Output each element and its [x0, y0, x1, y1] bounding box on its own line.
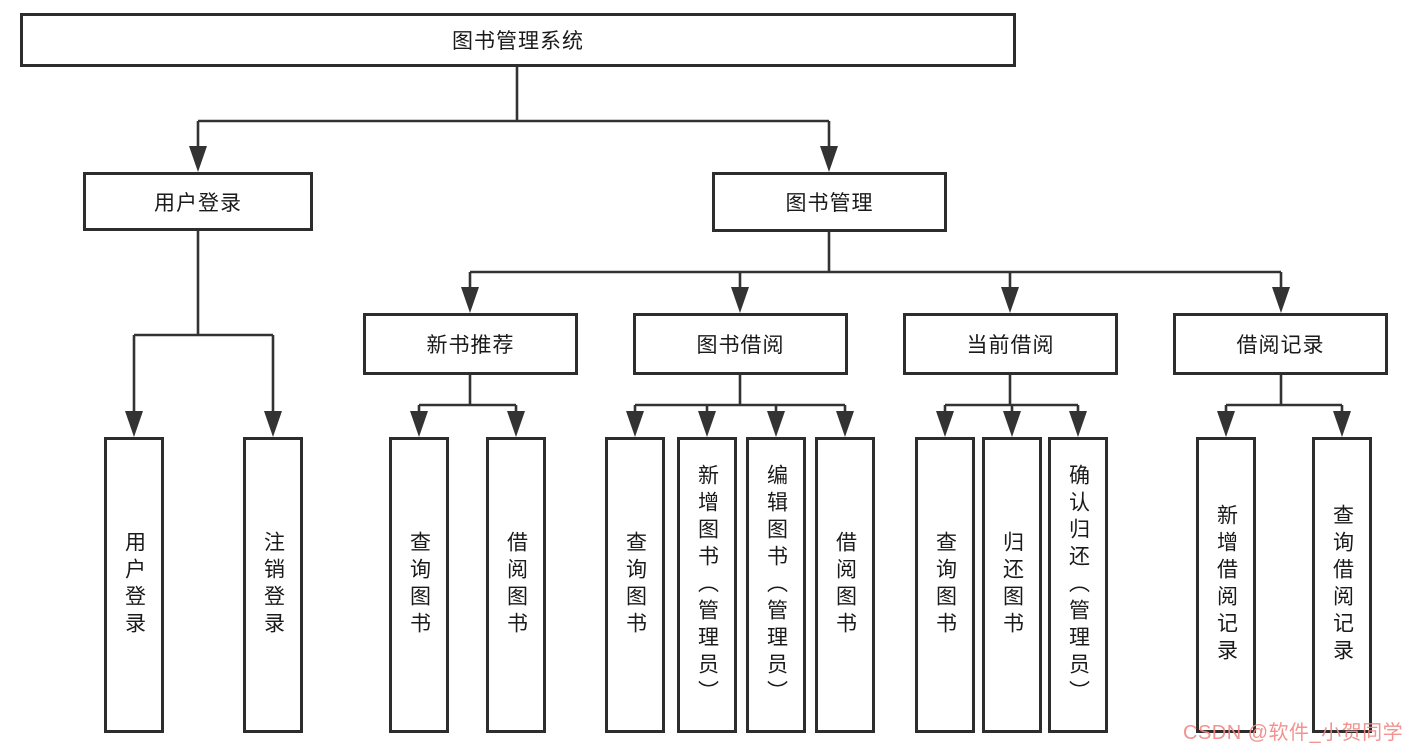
leaf-label: 编辑图书（管理员） [764, 463, 788, 707]
leaf-label: 查询图书 [623, 531, 647, 639]
leaf-label: 用户登录 [122, 531, 146, 639]
leaf-query-books-borrow: 查询图书 [605, 437, 665, 733]
node-label: 借阅记录 [1236, 334, 1325, 357]
leaf-label: 借阅图书 [504, 531, 528, 639]
leaf-label: 查询借阅记录 [1330, 504, 1354, 666]
leaf-label: 借阅图书 [833, 531, 857, 639]
leaf-label: 归还图书 [1000, 531, 1024, 639]
leaf-add-books-admin: 新增图书（管理员） [677, 437, 737, 733]
leaf-borrow-books: 借阅图书 [815, 437, 875, 733]
leaf-label: 新增图书（管理员） [695, 463, 719, 707]
node-library-management-system: 图书管理系统 [20, 13, 1016, 67]
node-current-borrowing: 当前借阅 [903, 313, 1118, 375]
leaf-label: 确认归还（管理员） [1066, 463, 1090, 707]
leaf-confirm-return-admin: 确认归还（管理员） [1048, 437, 1108, 733]
leaf-borrow-books-recommend: 借阅图书 [486, 437, 546, 733]
node-label: 图书管理系统 [452, 30, 584, 53]
leaf-label: 新增借阅记录 [1214, 504, 1238, 666]
node-label: 图书管理 [785, 192, 874, 215]
leaf-return-books: 归还图书 [982, 437, 1042, 733]
leaf-query-books-recommend: 查询图书 [389, 437, 449, 733]
leaf-add-borrow-record: 新增借阅记录 [1196, 437, 1256, 733]
node-new-book-recommend: 新书推荐 [363, 313, 578, 375]
leaf-query-books-current: 查询图书 [915, 437, 975, 733]
leaf-logout: 注销登录 [243, 437, 303, 733]
leaf-user-login: 用户登录 [104, 437, 164, 733]
leaf-label: 注销登录 [261, 531, 285, 639]
node-label: 图书借阅 [696, 334, 785, 357]
leaf-label: 查询图书 [407, 531, 431, 639]
leaf-query-borrow-record: 查询借阅记录 [1312, 437, 1372, 733]
node-label: 当前借阅 [966, 334, 1055, 357]
node-user-login: 用户登录 [83, 172, 313, 231]
csdn-watermark: CSDN @软件_小贺同学 [1183, 722, 1404, 744]
leaf-label: 查询图书 [933, 531, 957, 639]
node-book-borrowing: 图书借阅 [633, 313, 848, 375]
node-borrowing-records: 借阅记录 [1173, 313, 1388, 375]
node-label: 新书推荐 [426, 334, 515, 357]
leaf-edit-books-admin: 编辑图书（管理员） [746, 437, 806, 733]
node-label: 用户登录 [154, 191, 242, 215]
node-book-management: 图书管理 [712, 172, 947, 232]
